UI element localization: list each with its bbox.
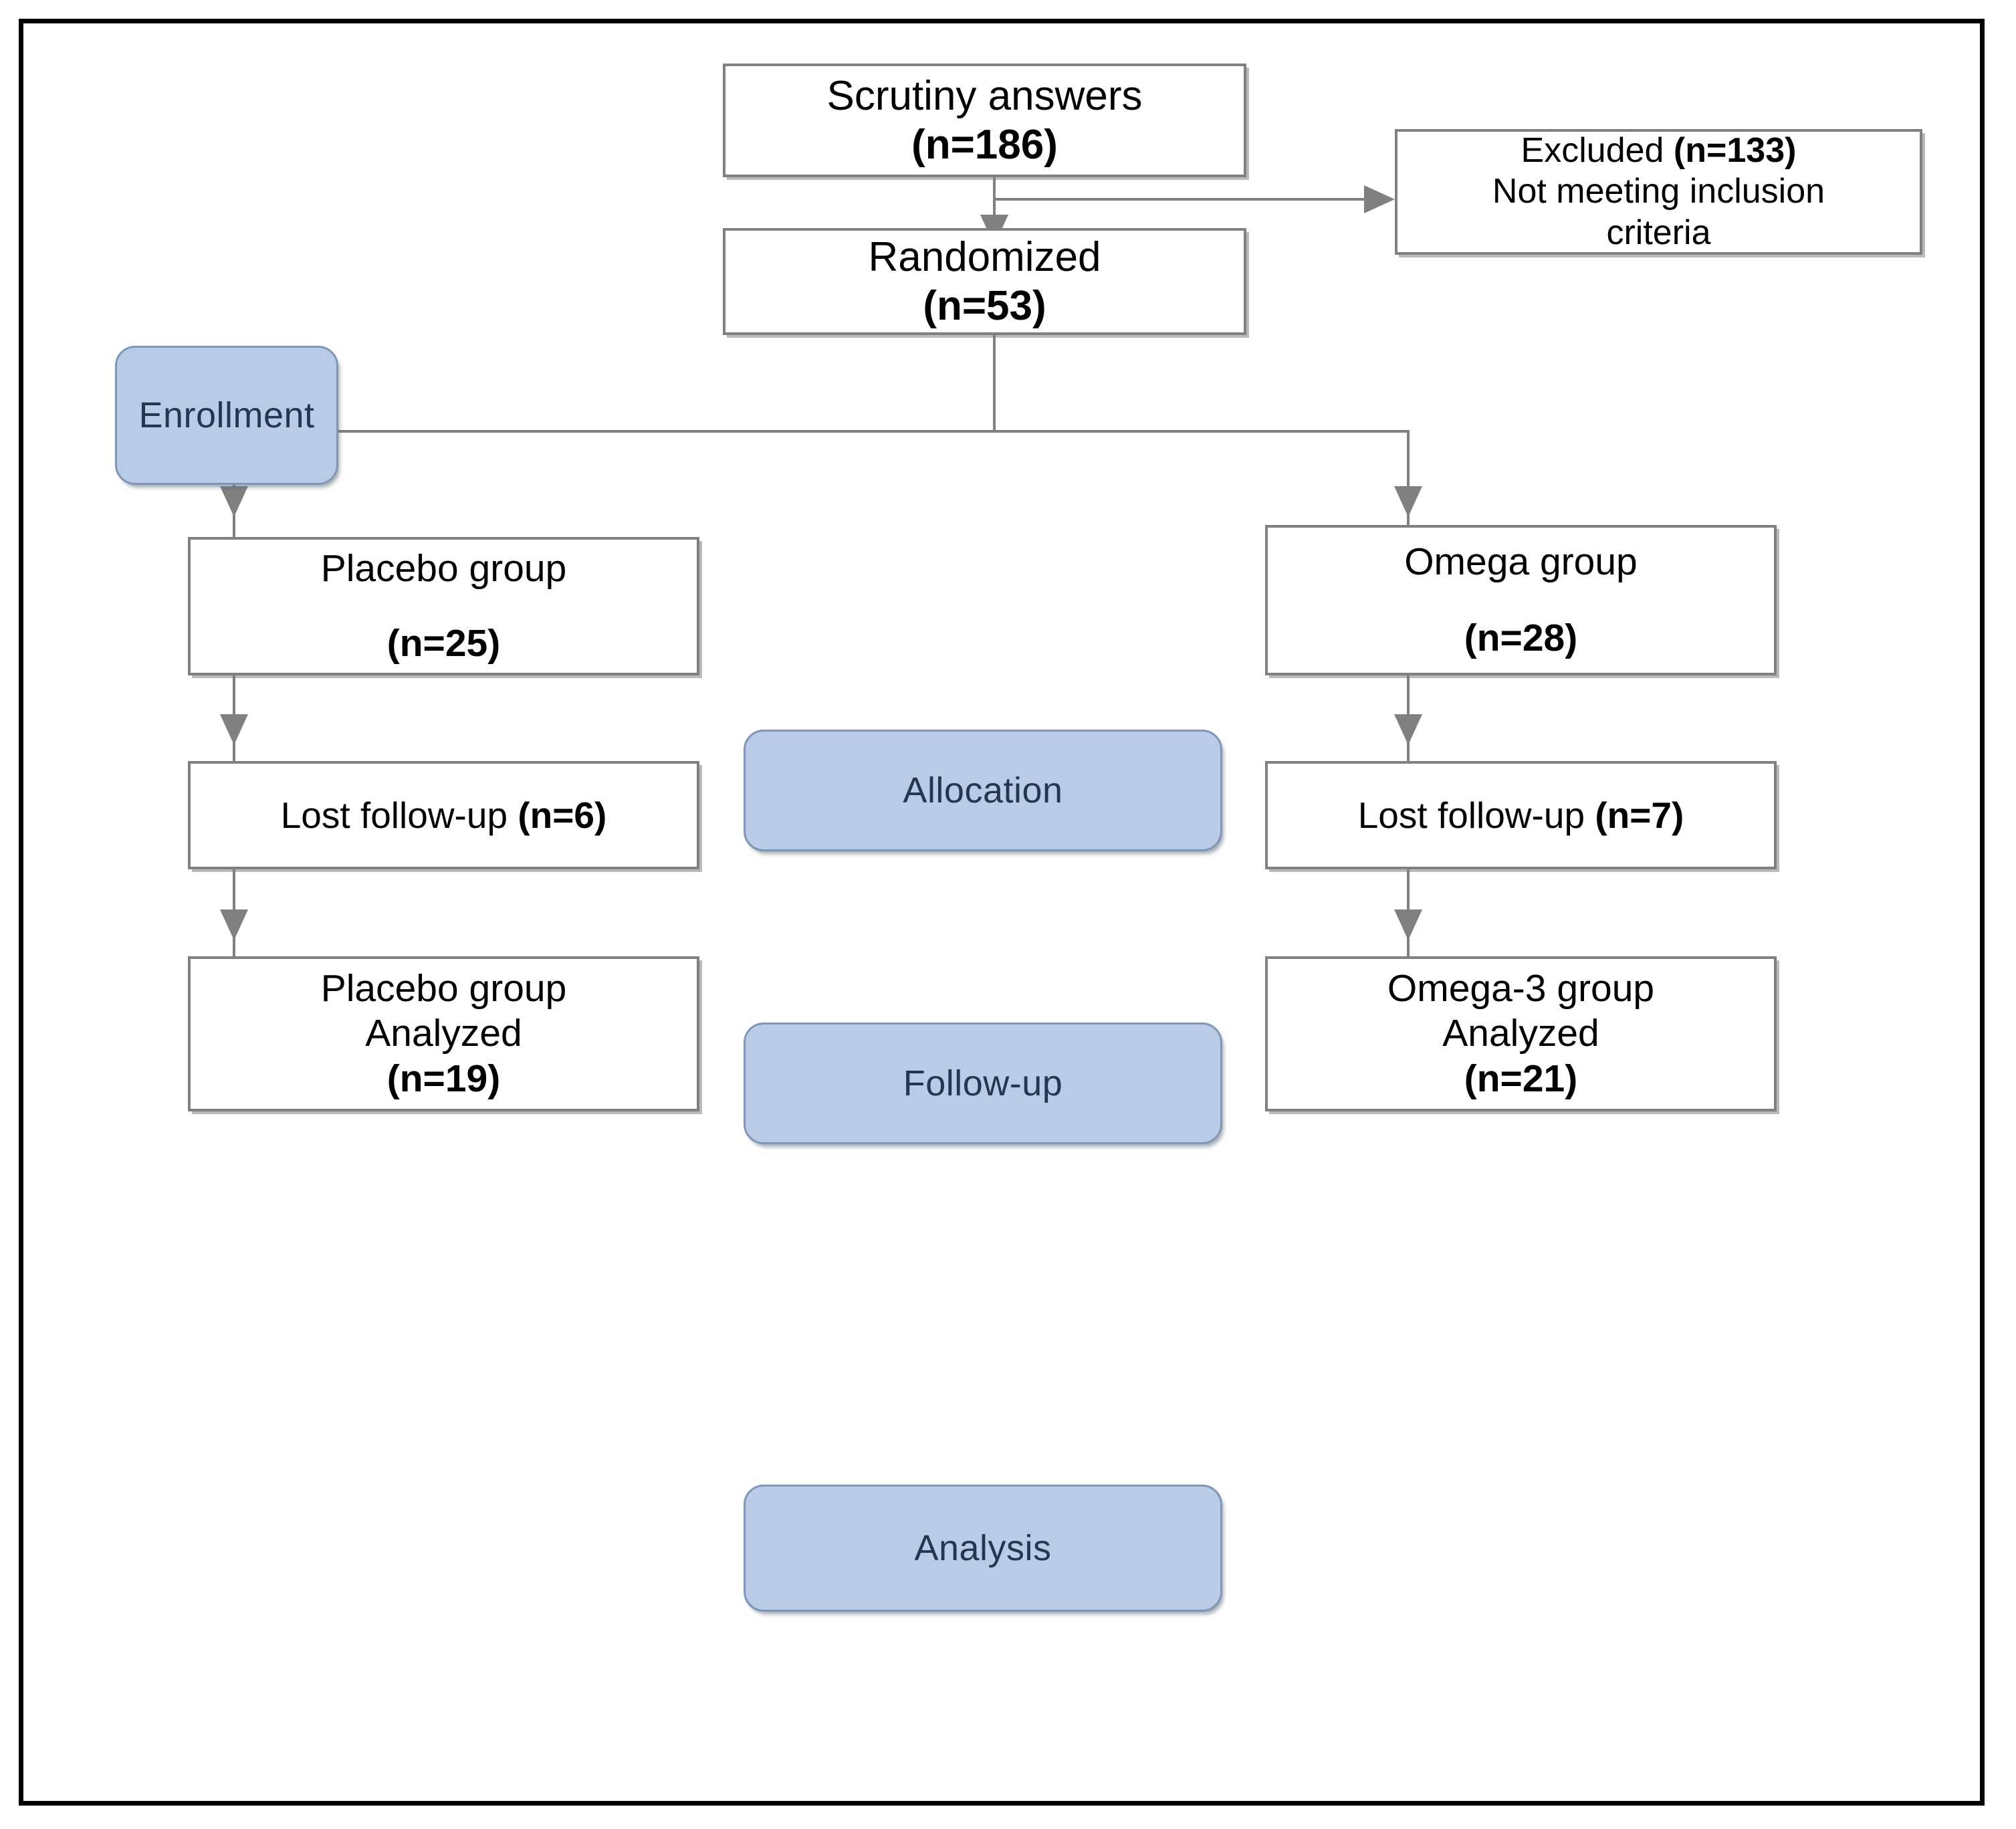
connector-randomized-trunk	[993, 335, 996, 433]
node-screened[interactable]: Scrutiny answers (n=186)	[723, 64, 1246, 177]
node-placebo-lost-line1: Lost follow-up (n=6)	[200, 794, 687, 837]
node-placebo-lost-followup[interactable]: Lost follow-up (n=6)	[188, 761, 699, 869]
arrowhead-placebo-lost	[220, 714, 248, 745]
node-omega-lost-line1: Lost follow-up (n=7)	[1277, 794, 1765, 837]
node-randomized[interactable]: Randomized (n=53)	[723, 228, 1246, 335]
arrowhead-omega-lost	[1394, 714, 1422, 745]
node-omega-allocation[interactable]: Omega group (n=28)	[1265, 525, 1777, 675]
node-omega-analyzed[interactable]: Omega-3 group Analyzed (n=21)	[1265, 956, 1777, 1111]
arrowhead-omega-analyzed	[1394, 909, 1422, 940]
node-screened-line2: (n=186)	[911, 122, 1058, 168]
connector-allocation-split-bar	[233, 430, 1410, 433]
node-omega-lost-text: Lost follow-up	[1357, 794, 1595, 836]
arrowhead-placebo-analyzed	[220, 909, 248, 940]
stage-label-analysis: Analysis	[914, 1528, 1052, 1568]
node-excluded-line1-normal: Excluded	[1521, 130, 1674, 170]
node-omega-allocation-line2: (n=28)	[1464, 616, 1578, 659]
node-omega-analyzed-line2: Analyzed	[1442, 1012, 1599, 1055]
stage-label-enrollment: Enrollment	[138, 395, 315, 435]
stage-pill-followup[interactable]: Follow-up	[744, 1023, 1222, 1144]
node-placebo-allocation[interactable]: Placebo group (n=25)	[188, 537, 699, 675]
stage-pill-analysis[interactable]: Analysis	[744, 1485, 1222, 1612]
node-omega-allocation-line1: Omega group	[1404, 540, 1638, 584]
stage-pill-allocation[interactable]: Allocation	[744, 730, 1222, 851]
arrowhead-excluded	[1364, 185, 1395, 213]
diagram-outer-frame: Enrollment Allocation Follow-up Analysis…	[19, 19, 1985, 1806]
node-excluded-line1-count: (n=133)	[1673, 130, 1797, 170]
stage-pill-enrollment[interactable]: Enrollment	[115, 346, 338, 485]
node-omega-analyzed-line3: (n=21)	[1464, 1057, 1578, 1100]
node-excluded-line1: Excluded (n=133)	[1407, 130, 1910, 171]
connector-split-to-omega	[1407, 430, 1410, 537]
node-randomized-line1: Randomized	[868, 233, 1101, 280]
node-excluded-line3: criteria	[1606, 213, 1711, 252]
arrowhead-omega-alloc	[1394, 486, 1422, 517]
arrowhead-placebo-alloc	[220, 486, 248, 517]
node-placebo-lost-text: Lost follow-up	[280, 794, 518, 836]
node-placebo-allocation-line1: Placebo group	[320, 547, 567, 590]
connector-screened-to-excluded	[993, 198, 1379, 201]
node-omega-analyzed-line1: Omega-3 group	[1387, 967, 1655, 1010]
node-excluded[interactable]: Excluded (n=133) Not meeting inclusion c…	[1395, 129, 1922, 255]
node-omega-lost-count: (n=7)	[1595, 794, 1684, 836]
node-excluded-line2: Not meeting inclusion	[1492, 172, 1825, 211]
node-placebo-analyzed-line3: (n=19)	[386, 1057, 501, 1100]
node-placebo-analyzed-line2: Analyzed	[365, 1012, 522, 1055]
node-screened-line1: Scrutiny answers	[826, 72, 1143, 119]
stage-label-followup: Follow-up	[903, 1063, 1063, 1103]
node-placebo-lost-count: (n=6)	[518, 794, 607, 836]
node-placebo-allocation-line2: (n=25)	[386, 621, 501, 665]
node-placebo-analyzed[interactable]: Placebo group Analyzed (n=19)	[188, 956, 699, 1111]
node-placebo-analyzed-line1: Placebo group	[320, 967, 567, 1010]
node-randomized-line2: (n=53)	[923, 283, 1046, 329]
stage-label-allocation: Allocation	[903, 770, 1063, 811]
node-omega-lost-followup[interactable]: Lost follow-up (n=7)	[1265, 761, 1777, 869]
